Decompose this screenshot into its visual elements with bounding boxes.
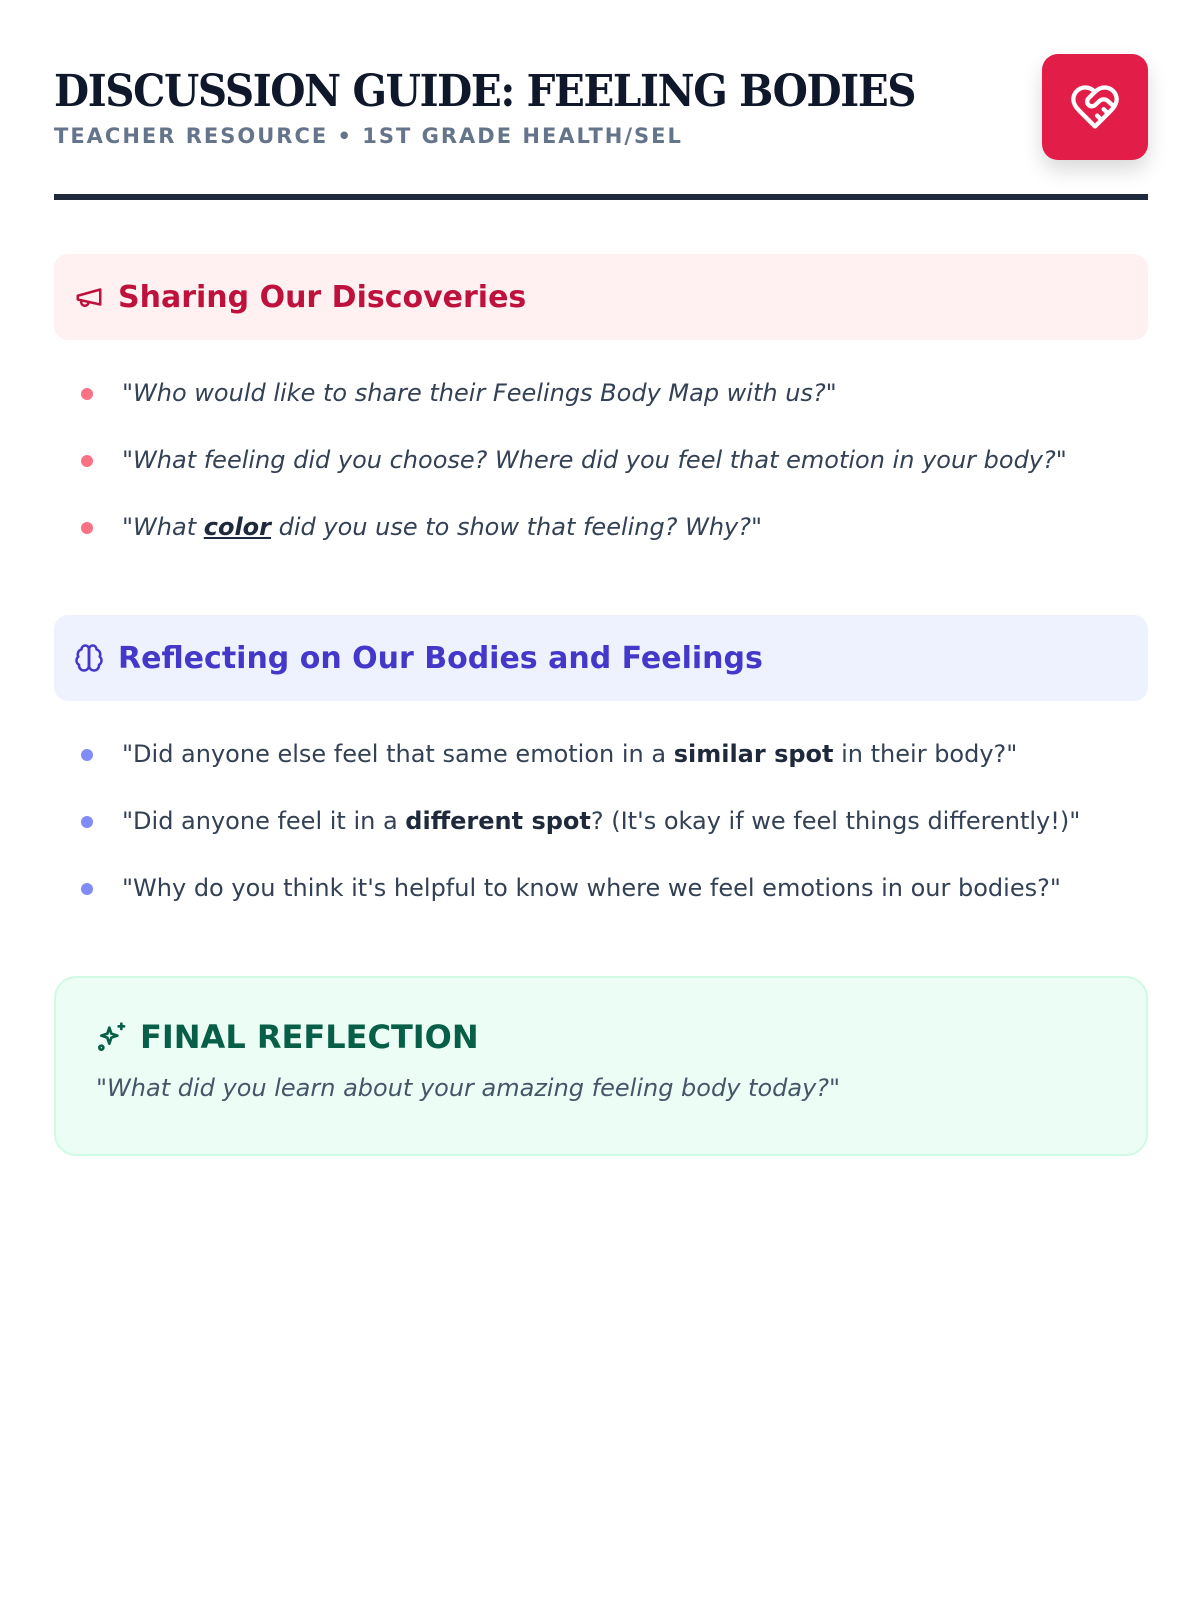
reflecting-questions: "Did anyone else feel that same emotion … (54, 721, 1148, 922)
question-text: "What feeling did you choose? Where did … (122, 446, 1067, 474)
question-text: in their body?" (833, 740, 1018, 768)
list-item: "Did anyone feel it in a different spot?… (54, 788, 1148, 855)
discussion-guide: DISCUSSION GUIDE: FEELING BODIES TEACHER… (54, 54, 1148, 1156)
question-text: did you use to show that feeling? Why?" (271, 513, 763, 541)
section-header-reflecting: Reflecting on Our Bodies and Feelings (54, 615, 1148, 701)
page-subtitle: TEACHER RESOURCE • 1ST GRADE HEALTH/SEL (54, 124, 683, 148)
question-text: "What (122, 513, 204, 541)
bullet-dot (81, 522, 93, 534)
bullet-dot (81, 883, 93, 895)
section-title: Sharing Our Discoveries (118, 279, 527, 315)
list-item: "What color did you use to show that fee… (54, 494, 1148, 561)
sparkles-icon (98, 1022, 126, 1051)
bullet-dot (81, 455, 93, 467)
section-title: Reflecting on Our Bodies and Feelings (118, 640, 763, 676)
bullet-dot (81, 749, 93, 761)
header: DISCUSSION GUIDE: FEELING BODIES TEACHER… (54, 54, 1148, 200)
emphasis-text: color (203, 513, 271, 541)
question-text: "Did anyone feel it in a (122, 807, 406, 835)
list-item: "Why do you think it's helpful to know w… (54, 855, 1148, 922)
final-title: FINAL REFLECTION (140, 1018, 479, 1056)
bullet-dot (81, 388, 93, 400)
list-item: "Who would like to share their Feelings … (54, 360, 1148, 427)
question-text: ? (It's okay if we feel things different… (590, 807, 1081, 835)
bullet-dot (81, 816, 93, 828)
emphasis-text: different spot (405, 807, 591, 835)
final-question: "What did you learn about your amazing f… (96, 1074, 841, 1102)
heart-handshake-icon (1071, 85, 1119, 129)
question-text: "Who would like to share their Feelings … (122, 379, 837, 407)
section-header-sharing: Sharing Our Discoveries (54, 254, 1148, 340)
sharing-questions: "Who would like to share their Feelings … (54, 360, 1148, 561)
megaphone-icon (76, 288, 102, 307)
final-reflection-card: FINAL REFLECTION "What did you learn abo… (54, 976, 1148, 1156)
question-text: "Why do you think it's helpful to know w… (122, 874, 1061, 902)
emphasis-text: similar spot (673, 740, 834, 768)
list-item: "What feeling did you choose? Where did … (54, 427, 1148, 494)
page-title: DISCUSSION GUIDE: FEELING BODIES (54, 66, 917, 117)
logo-badge (1042, 54, 1148, 160)
list-item: "Did anyone else feel that same emotion … (54, 721, 1148, 788)
question-text: "Did anyone else feel that same emotion … (122, 740, 674, 768)
brain-icon (75, 644, 103, 672)
